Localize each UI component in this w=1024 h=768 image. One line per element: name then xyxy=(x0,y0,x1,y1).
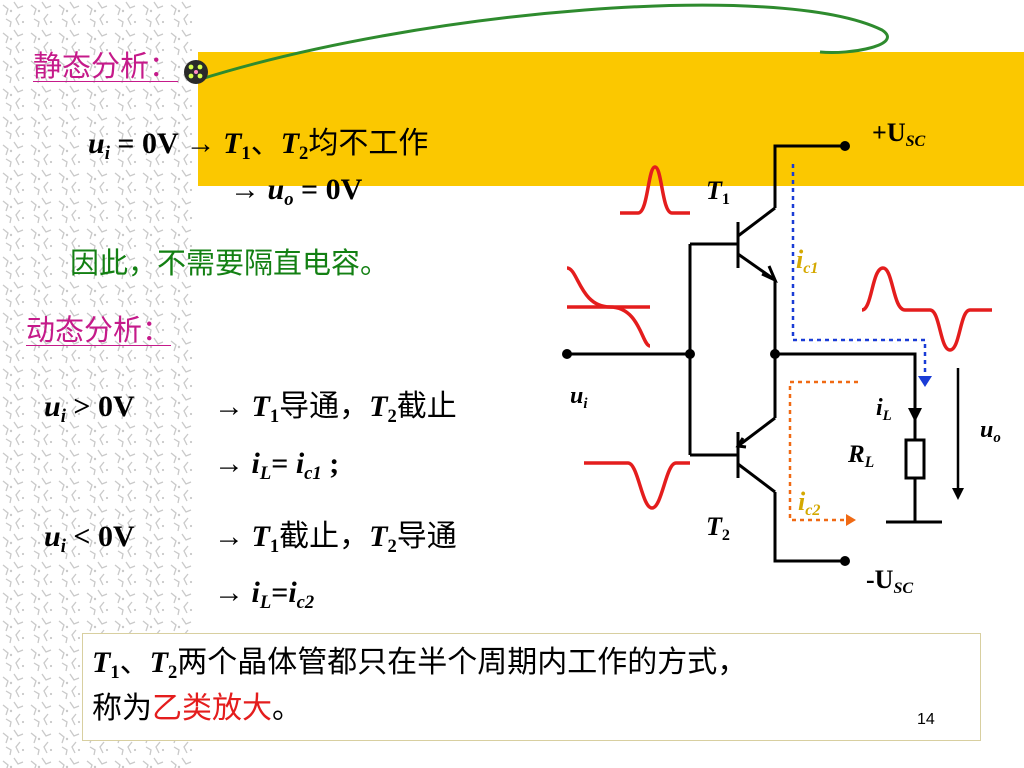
dynamic-pos-current: → iL= ic1 ; xyxy=(214,447,340,484)
output-sine-wave xyxy=(861,266,992,352)
static-heading: 静态分析： xyxy=(33,49,179,83)
output-voltage-arrow xyxy=(952,368,964,500)
ic2-current-path xyxy=(788,380,858,522)
static-line-2: → uo = 0V xyxy=(230,173,363,210)
dynamic-pos-result: → T1导通，T2截止 xyxy=(214,389,457,427)
dynamic-neg-result: → T1截止，T2导通 xyxy=(214,519,457,557)
ic1-label: ic1 xyxy=(796,245,819,278)
ui-label: ui xyxy=(570,383,588,412)
decorative-swoosh xyxy=(197,3,889,82)
signal-waveforms xyxy=(566,165,992,510)
static-conclusion: 因此，不需要隔直电容。 xyxy=(70,246,390,280)
dynamic-heading: 动态分析： xyxy=(26,313,172,347)
t1-label: T1 xyxy=(706,176,730,209)
circuit-nodes xyxy=(562,141,850,566)
bullet-icon xyxy=(184,60,208,84)
vee-label: -USC xyxy=(866,565,914,598)
static-line-1: ui = 0V → T1、T2均不工作 xyxy=(88,126,429,164)
t1-halfwave-pulse xyxy=(620,165,690,215)
load-current-arrow xyxy=(908,408,922,422)
summary-box xyxy=(82,633,981,741)
class-b-amplifier-term: 乙类放大 xyxy=(152,691,272,726)
uo-label: uo xyxy=(980,417,1001,446)
il-label: iL xyxy=(876,395,892,424)
summary-line-2: 称为乙类放大。 xyxy=(92,691,302,726)
page-number: 14 xyxy=(917,711,935,728)
dynamic-pos-condition: ui > 0V xyxy=(44,390,135,427)
yellow-band xyxy=(198,52,1024,186)
circuit-wires xyxy=(567,144,942,563)
vcc-label: +USC xyxy=(872,118,926,151)
ic1-arrowhead xyxy=(918,376,932,387)
transistor-t2-symbol xyxy=(735,416,776,494)
dynamic-neg-current: → iL=ic2 xyxy=(214,576,315,613)
t2-label: T2 xyxy=(706,512,730,545)
ic2-arrowhead xyxy=(846,514,856,526)
ic1-current-path xyxy=(791,164,927,378)
t2-halfwave-pulse xyxy=(584,461,690,510)
dynamic-neg-condition: ui < 0V xyxy=(44,520,135,557)
transistor-t1-symbol xyxy=(736,206,778,283)
load-resistor-rl xyxy=(904,438,926,480)
summary-line-1: T1、T2两个晶体管都只在半个周期内工作的方式， xyxy=(92,645,748,683)
rl-label: RL xyxy=(848,441,875,471)
ic2-label: ic2 xyxy=(798,487,821,520)
